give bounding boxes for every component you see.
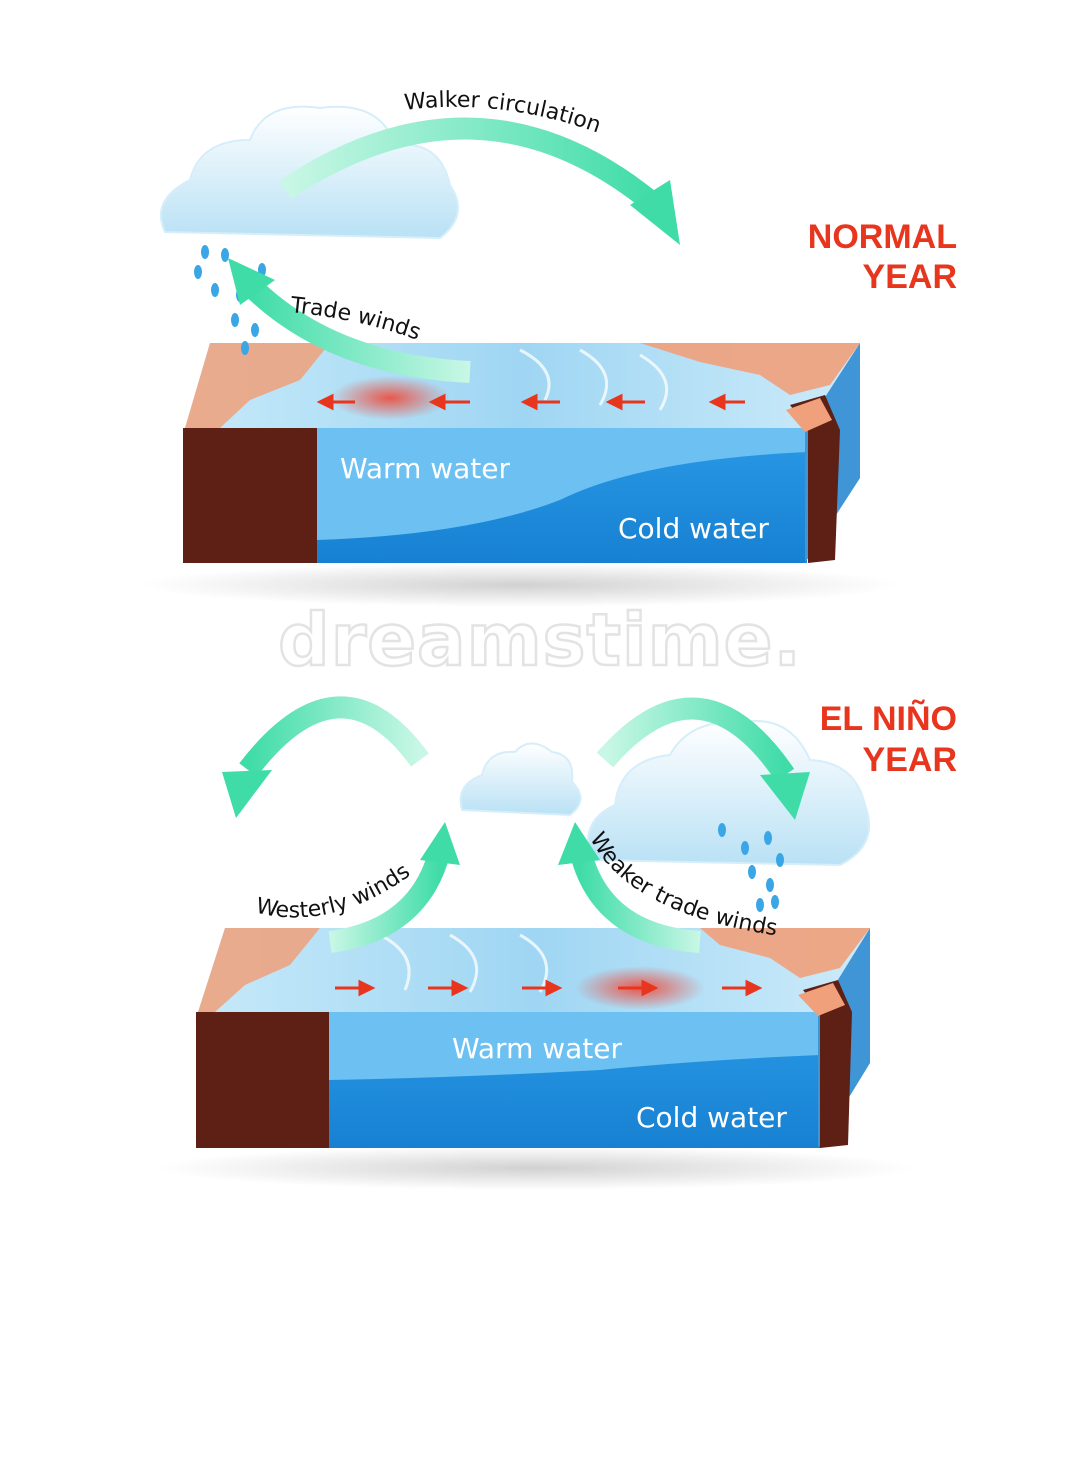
westerly-winds-arrow [328, 822, 460, 953]
surface-waves [379, 933, 549, 993]
cliff-west [183, 428, 317, 563]
cliff-east [790, 395, 840, 563]
cliff-east-top [798, 983, 845, 1016]
current-arrows-eastward [335, 979, 763, 997]
elnino-year-title-line2: YEAR [863, 741, 957, 779]
warm-water-layer [329, 1012, 820, 1080]
cold-water-label: Cold water [618, 512, 769, 545]
land-east [640, 343, 860, 395]
walker-circulation-arrow [278, 117, 680, 245]
warm-pool-hotspot [330, 376, 450, 420]
cliff-west [196, 1012, 329, 1148]
trade-winds-arrow [228, 258, 471, 383]
surface-waves [519, 348, 669, 411]
normal-year-title-line1: NORMAL [808, 218, 957, 256]
cliff-east [803, 980, 852, 1148]
cloud-elnino-small [459, 742, 582, 817]
elnino-year-title-line1: EL NIÑO [820, 700, 957, 738]
watermark: dreamstime. [278, 598, 802, 682]
block-shadow [140, 563, 900, 607]
warm-water-layer [317, 428, 807, 540]
west-circulation-arrow [222, 696, 429, 818]
cliff-east-top [786, 398, 832, 432]
land-east [700, 928, 870, 978]
land-west [198, 928, 320, 1012]
land-west [185, 343, 330, 428]
rain-drops-elnino [718, 823, 784, 912]
warm-water-label: Warm water [340, 452, 511, 485]
warm-water-label: Warm water [452, 1032, 623, 1065]
east-circulation-arrow [596, 697, 810, 820]
weaker-trade-winds-arrow [558, 822, 701, 953]
normal-year-title-line2: YEAR [863, 258, 957, 296]
cold-water-label: Cold water [636, 1101, 787, 1134]
normal-year-panel: Walker circulation Trade winds Warm wate… [140, 88, 957, 607]
block-shadow [155, 1146, 915, 1190]
current-arrows-westward [316, 393, 745, 411]
elnino-year-panel: Westerly winds Weaker trade winds Warm w… [155, 696, 957, 1190]
